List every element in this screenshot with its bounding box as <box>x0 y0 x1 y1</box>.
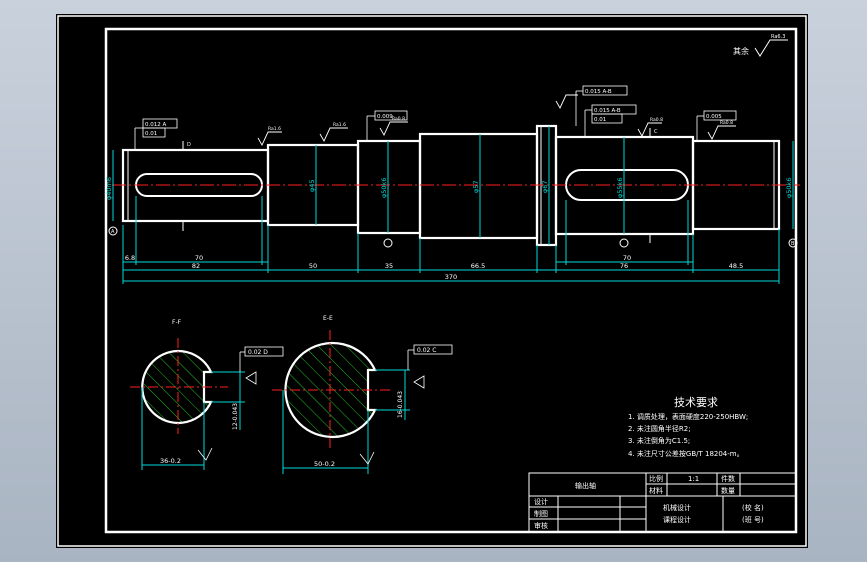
note-item-1: 1. 调质处理，表面硬度220-250HBW; <box>628 412 748 421</box>
dim-length-total: 370 <box>445 273 457 281</box>
dim-length-35: 35 <box>385 262 393 270</box>
section-left-key: 12-0.043 <box>232 403 239 430</box>
dim-length-665: 66.5 <box>471 262 485 270</box>
roughness-symbol-note <box>754 39 788 57</box>
tolerance-left-1: 0.012 A <box>145 122 166 128</box>
dim-length-485: 48.5 <box>729 262 743 270</box>
title-material-label: 材料 <box>649 486 663 495</box>
title-block <box>528 472 797 533</box>
note-item-4: 4. 未注尺寸公差按GB/T 18204-m。 <box>628 449 744 458</box>
title-designer-label: 设计 <box>534 497 548 506</box>
dim-length-70a: 70 <box>195 254 203 262</box>
dim-diameter-5: φ67 <box>541 180 549 193</box>
roughness-note-value: Ra6.3 <box>771 34 785 40</box>
inner-frame <box>104 27 798 534</box>
title-drawer-label: 制图 <box>534 509 548 518</box>
roughness-value-3: Ra0.8 <box>392 116 405 122</box>
length-dimension-lines <box>122 196 780 284</box>
dim-diameter-4: φ57 <box>472 180 480 193</box>
dim-diameter-7: φ50k6 <box>785 178 793 198</box>
title-checker-label: 审核 <box>534 521 548 530</box>
roughness-value-1: Ra1.6 <box>268 126 281 132</box>
tolerance-flange: 0.015 A-B <box>585 89 612 95</box>
dim-diameter-6: φ55k6 <box>616 178 624 198</box>
title-class: (班 号) <box>742 515 764 524</box>
datum-markers <box>108 128 798 248</box>
title-part-name: 输出轴 <box>575 481 596 490</box>
dim-diameter-2: φ45 <box>308 179 316 192</box>
roughness-value-2: Ra1.6 <box>333 122 346 128</box>
roughness-symbols <box>257 94 736 146</box>
title-quantity-label: 件数 <box>721 474 735 483</box>
section-view-left <box>130 338 284 470</box>
outer-border <box>57 15 807 547</box>
tolerance-right-2: 0.01 <box>594 117 606 123</box>
tolerance-frames <box>134 85 737 150</box>
dim-length-68: 6.8 <box>125 254 135 262</box>
dim-diameter-1: φ40m6 <box>105 177 113 200</box>
section-view-right <box>272 330 453 474</box>
section-right-key: 16-0.043 <box>397 391 404 418</box>
title-school: (校 名) <box>742 503 764 512</box>
note-item-2: 2. 未注圆角半径R2; <box>628 424 691 433</box>
note-item-3: 3. 未注倒角为C1.5; <box>628 436 690 445</box>
tolerance-right-end: 0.005 <box>706 114 722 120</box>
roughness-note: 其余 <box>733 46 749 56</box>
title-course-line1: 机械设计 <box>663 503 691 512</box>
roughness-value-5: Ra0.8 <box>720 120 733 126</box>
title-scale-label: 比例 <box>649 474 663 483</box>
section-left-width: 36-0.2 <box>160 457 181 465</box>
datum-label-b: B <box>791 241 795 247</box>
title-course-line2: 课程设计 <box>663 515 691 524</box>
notes-title: 技术要求 <box>674 396 718 409</box>
dim-diameter-3: φ50k6 <box>380 178 388 198</box>
section-label-right: E-E <box>323 315 333 322</box>
dim-length-82: 82 <box>192 262 200 270</box>
section-left-sym: 0.02 D <box>248 349 268 356</box>
title-scale-value: 1:1 <box>688 475 699 483</box>
datum-label-c: C <box>654 129 658 135</box>
section-right-width: 50-0.2 <box>314 460 335 468</box>
dim-length-70b: 70 <box>623 254 631 262</box>
title-weight-label: 数量 <box>721 486 735 495</box>
section-label-left: F-F <box>172 319 182 326</box>
datum-label-a: A <box>111 229 115 235</box>
roughness-value-4: Ra0.8 <box>650 117 663 123</box>
diameter-dimension-lines <box>112 126 794 245</box>
section-right-sym: 0.02 C <box>417 347 436 354</box>
tolerance-left-2: 0.01 <box>145 131 157 137</box>
tolerance-mid: 0.009 <box>377 114 393 120</box>
dim-length-50: 50 <box>309 262 317 270</box>
datum-label-d: D <box>187 142 191 148</box>
tolerance-right-1: 0.015 A-B <box>594 108 621 114</box>
dim-length-76: 76 <box>620 262 628 270</box>
